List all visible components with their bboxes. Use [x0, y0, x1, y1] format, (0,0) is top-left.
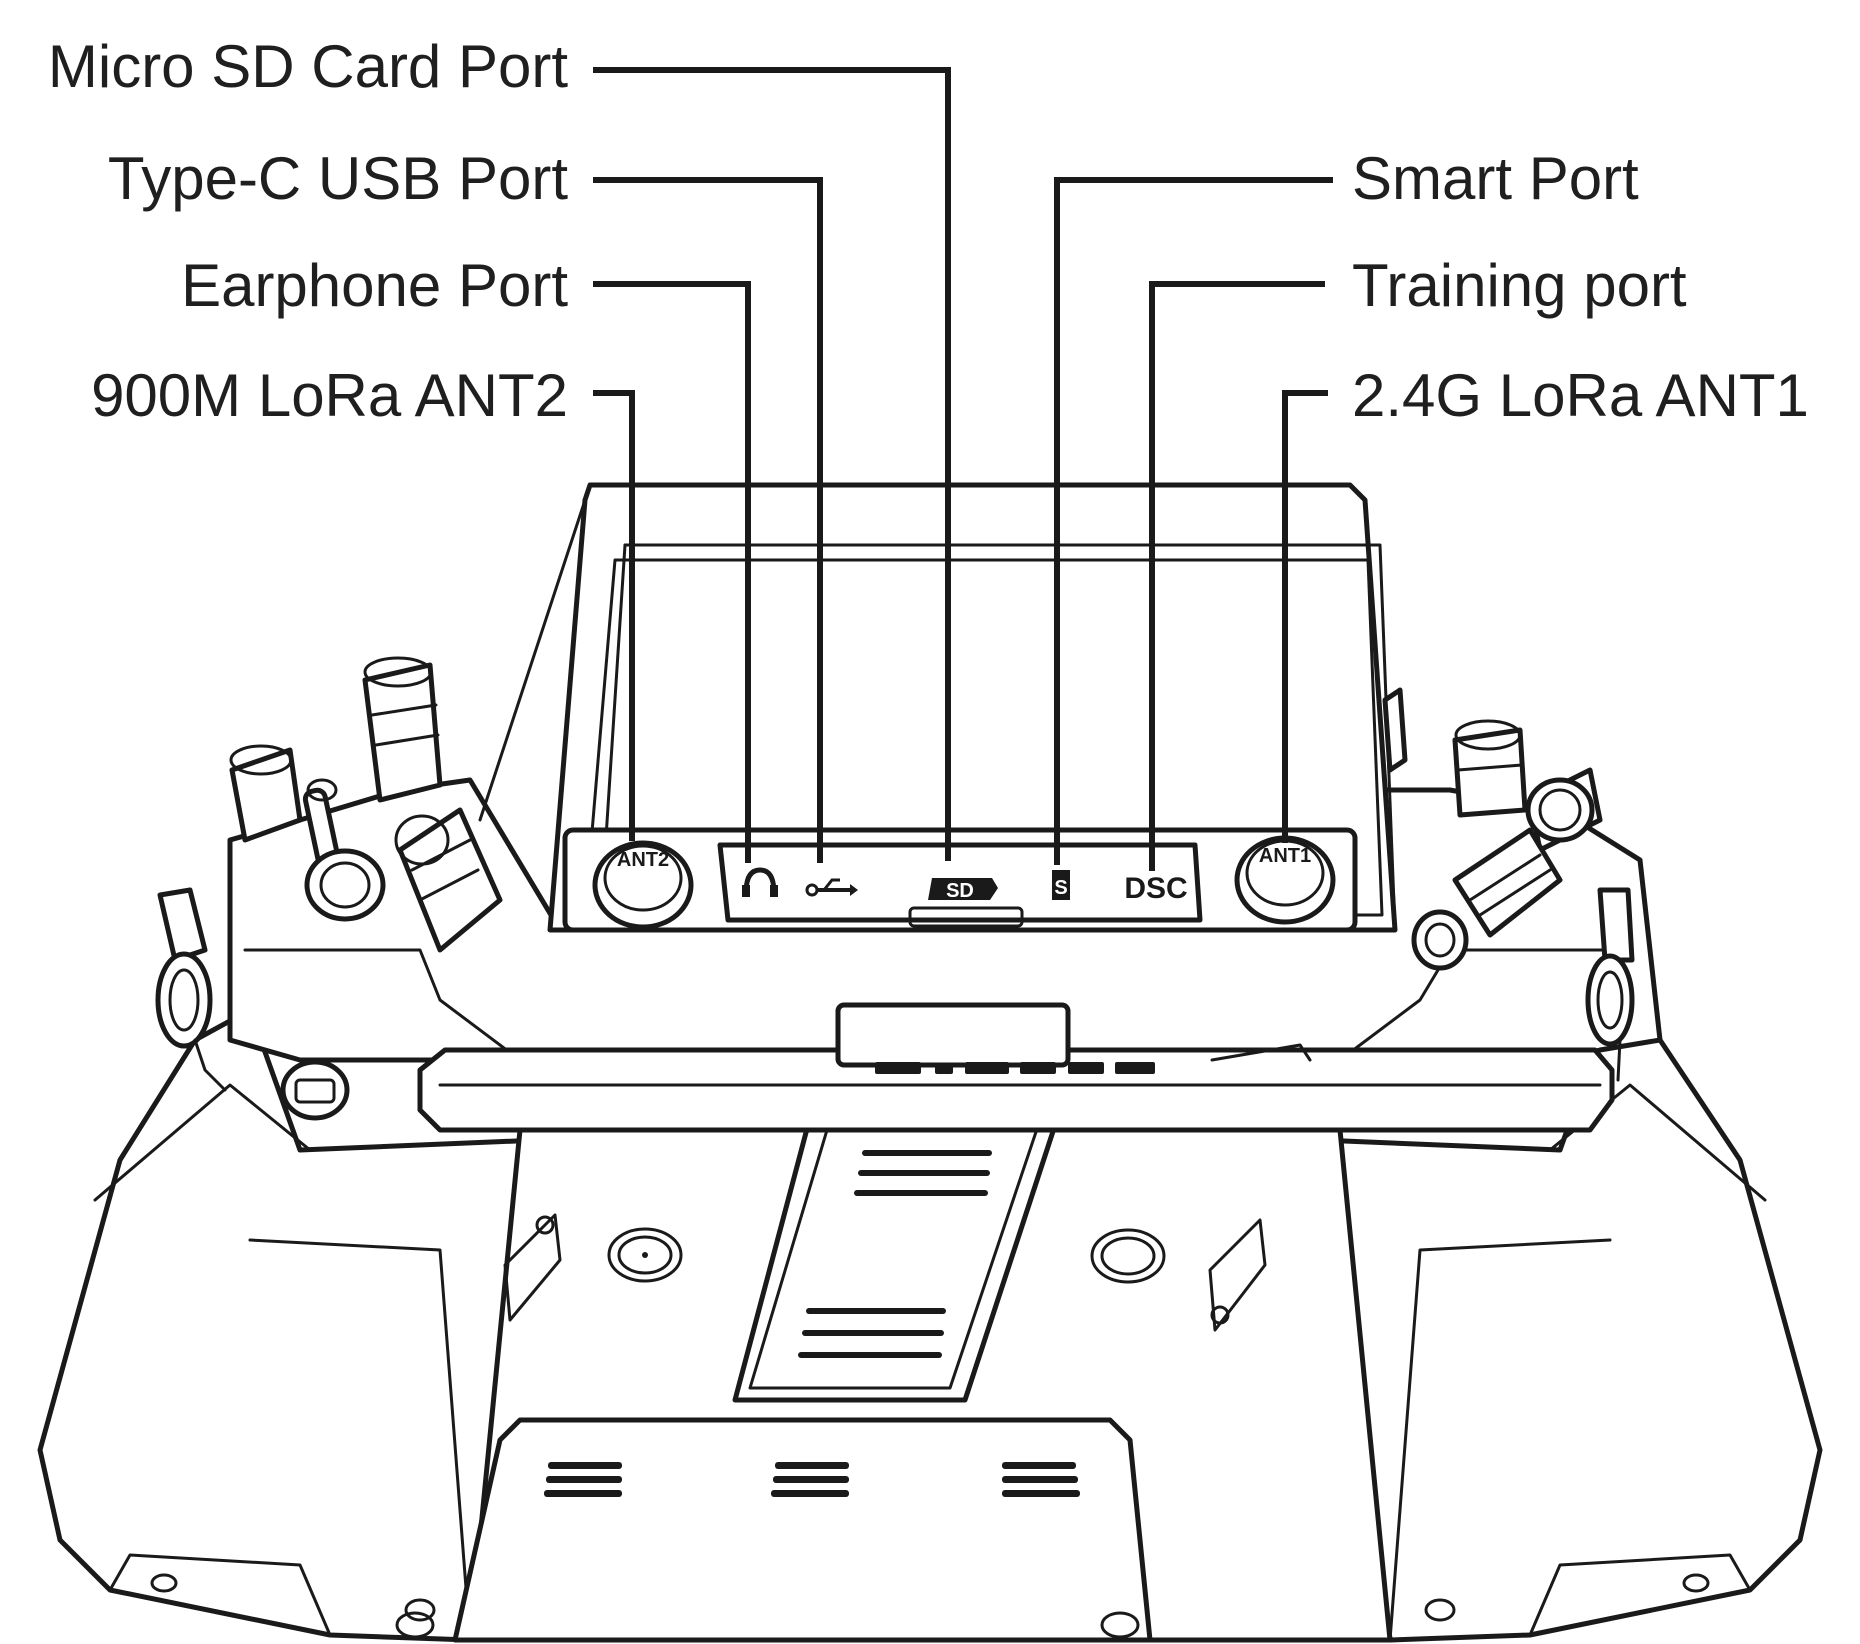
- smart-symbol-mark: S: [1054, 877, 1067, 899]
- vent-slots: [544, 1462, 1080, 1497]
- headphone-icon: [742, 867, 778, 897]
- ant2-connector: ANT2: [592, 840, 694, 930]
- vent-plate: [452, 1417, 1153, 1643]
- label-micro-sd-port: Micro SD Card Port: [48, 33, 568, 100]
- right-hinge: [1585, 887, 1635, 1082]
- handle-bar: [417, 1047, 1615, 1133]
- label-900m-lora-ant2: 900M LoRa ANT2: [91, 362, 568, 429]
- left-hinge: [155, 887, 227, 1092]
- label-2-4g-lora-ant1: 2.4G LoRa ANT1: [1352, 362, 1809, 429]
- label-earphone-port: Earphone Port: [181, 252, 568, 319]
- ant1-mark: ANT1: [1259, 845, 1311, 867]
- leader-earphone: [593, 281, 751, 863]
- controller-body: ANT2 ANT1 SD S DSC: [37, 482, 1823, 1643]
- ant1-connector: ANT1: [1234, 835, 1336, 925]
- leader-smart-port: [1054, 177, 1333, 865]
- leader-micro-sd: [593, 67, 951, 861]
- label-training-port: Training port: [1352, 252, 1687, 319]
- sd-mark: SD: [946, 880, 974, 902]
- leader-training-port: [1149, 281, 1325, 871]
- leader-ant1: [1282, 390, 1328, 843]
- callout-labels: Micro SD Card Port Type-C USB Port Earph…: [48, 33, 1809, 429]
- sd-card-icon: SD: [928, 878, 998, 902]
- leader-lines: [593, 67, 1333, 871]
- ant2-mark: ANT2: [617, 849, 669, 871]
- dsc-mark: DSC: [1124, 872, 1187, 905]
- leader-ant2: [593, 390, 635, 841]
- left-antenna-connectors: [229, 656, 503, 1121]
- label-type-c-usb-port: Type-C USB Port: [108, 145, 568, 212]
- usb-icon: [805, 878, 858, 897]
- right-antenna-connectors: [1382, 687, 1603, 971]
- label-smart-port: Smart Port: [1352, 145, 1639, 212]
- leader-type-c-usb: [593, 177, 823, 863]
- smart-port-icon: S: [1052, 870, 1070, 900]
